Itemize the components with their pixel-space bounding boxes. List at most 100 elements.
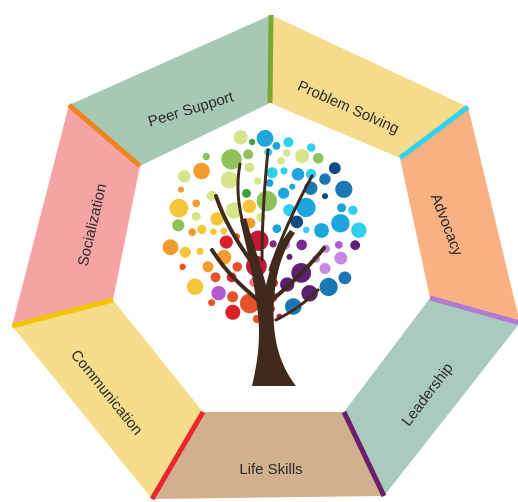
segments-layer bbox=[12, 15, 518, 499]
foliage-dot bbox=[162, 239, 179, 256]
foliage-dot bbox=[256, 130, 274, 147]
foliage-dot bbox=[296, 197, 316, 218]
foliage-dot bbox=[351, 222, 367, 238]
foliage-dot bbox=[219, 235, 233, 249]
foliage-dot bbox=[335, 180, 353, 198]
tree-illustration bbox=[162, 130, 367, 386]
foliage-dot bbox=[202, 261, 214, 273]
foliage-dot bbox=[206, 190, 217, 201]
accent-bar-peer-support bbox=[67, 103, 142, 168]
foliage-dot bbox=[266, 167, 278, 179]
foliage-dot bbox=[280, 167, 288, 175]
accent-bar-advocacy bbox=[398, 105, 470, 160]
foliage-dot bbox=[291, 168, 305, 181]
foliage-dot bbox=[285, 298, 302, 315]
foliage-dot bbox=[350, 240, 361, 251]
branch-right-mid bbox=[270, 246, 326, 302]
foliage-dot bbox=[202, 152, 210, 161]
foliage-dot bbox=[272, 141, 281, 150]
foliage-dot bbox=[178, 170, 191, 183]
foliage-dot bbox=[319, 173, 331, 185]
foliage-dot bbox=[278, 187, 290, 199]
segment-peer-support bbox=[400, 107, 518, 323]
foliage-dot bbox=[348, 205, 358, 215]
branch-right-lower bbox=[274, 288, 320, 322]
tree-trunk bbox=[210, 148, 326, 386]
foliage-dot bbox=[179, 246, 191, 258]
branch-left-upper bbox=[236, 162, 246, 230]
foliage-dot bbox=[321, 193, 329, 200]
foliage-dot bbox=[208, 299, 216, 307]
accent-bar-socialization bbox=[11, 297, 114, 329]
foliage-dot bbox=[227, 291, 239, 303]
foliage-dot bbox=[233, 130, 248, 145]
foliage-dot bbox=[269, 240, 277, 248]
foliage-dot bbox=[283, 137, 294, 148]
foliage-dot bbox=[210, 212, 224, 226]
foliage-dot bbox=[211, 286, 226, 301]
accent-bar-problem-solving bbox=[267, 14, 274, 104]
branch-left-mid bbox=[214, 194, 252, 262]
segment-life-skills bbox=[12, 105, 140, 326]
foliage-dot bbox=[296, 239, 308, 251]
foliage-dot bbox=[314, 223, 329, 238]
foliage-dot bbox=[210, 228, 217, 236]
foliage-dot bbox=[193, 162, 210, 180]
accent-bars-layer bbox=[11, 14, 518, 501]
foliage-dot bbox=[197, 224, 207, 235]
foliage-dot bbox=[243, 149, 254, 160]
foliage-dot bbox=[272, 224, 282, 234]
foliage-dot bbox=[192, 199, 201, 208]
foliage-dot bbox=[338, 271, 352, 285]
foliage-dot bbox=[319, 263, 331, 274]
foliage-dot bbox=[295, 149, 310, 163]
branch-left-lower bbox=[210, 248, 260, 302]
segment-communication bbox=[69, 15, 271, 166]
segment-advocacy bbox=[152, 412, 384, 499]
foliage-dot bbox=[169, 198, 189, 218]
foliage-dot bbox=[254, 177, 262, 185]
foliage-dot bbox=[328, 162, 341, 175]
foliage-dot bbox=[334, 251, 348, 265]
foliage-dot bbox=[196, 247, 204, 255]
accent-bar-leadership bbox=[429, 295, 518, 326]
foliage-dot bbox=[244, 162, 255, 173]
foliage-dot bbox=[177, 186, 185, 193]
foliage-dot bbox=[331, 214, 350, 233]
foliage-dot bbox=[225, 304, 241, 320]
foliage-dot bbox=[290, 215, 304, 229]
foliage-dot bbox=[337, 203, 347, 213]
foliage-dot bbox=[289, 183, 296, 190]
foliage-dot bbox=[256, 190, 277, 212]
foliage-dot bbox=[302, 226, 310, 234]
foliage-dot bbox=[283, 149, 291, 157]
foliage-dot bbox=[232, 262, 243, 272]
foliage-dot bbox=[286, 253, 293, 260]
segment-leadership bbox=[12, 300, 203, 499]
foliage-dot bbox=[248, 138, 256, 146]
foliage-dot bbox=[242, 199, 257, 213]
accent-bar-life-skills bbox=[341, 410, 387, 498]
foliage-dot bbox=[265, 179, 274, 187]
trunk-main bbox=[240, 218, 296, 386]
foliage-dot bbox=[334, 241, 343, 249]
foliage-dot bbox=[319, 277, 338, 297]
branch-right-upper bbox=[268, 174, 314, 272]
branch-center bbox=[260, 148, 270, 262]
segment-socialization bbox=[270, 15, 468, 158]
foliage-dot bbox=[179, 263, 186, 270]
foliage-dot bbox=[221, 149, 242, 170]
foliage-dot bbox=[186, 278, 204, 295]
foliage-dot bbox=[313, 153, 324, 164]
accent-bar-communication bbox=[149, 410, 206, 501]
segment-problem-solving bbox=[344, 298, 518, 496]
foliage-dot bbox=[301, 285, 318, 302]
label-life-skills: Life Skills bbox=[239, 461, 302, 478]
foliage-dot bbox=[305, 168, 317, 180]
foliage-dot bbox=[306, 143, 316, 152]
foliage-dot bbox=[277, 157, 286, 165]
foliage-dot bbox=[172, 219, 185, 232]
foliage-dot bbox=[220, 171, 238, 189]
foliage-dot bbox=[242, 188, 251, 198]
